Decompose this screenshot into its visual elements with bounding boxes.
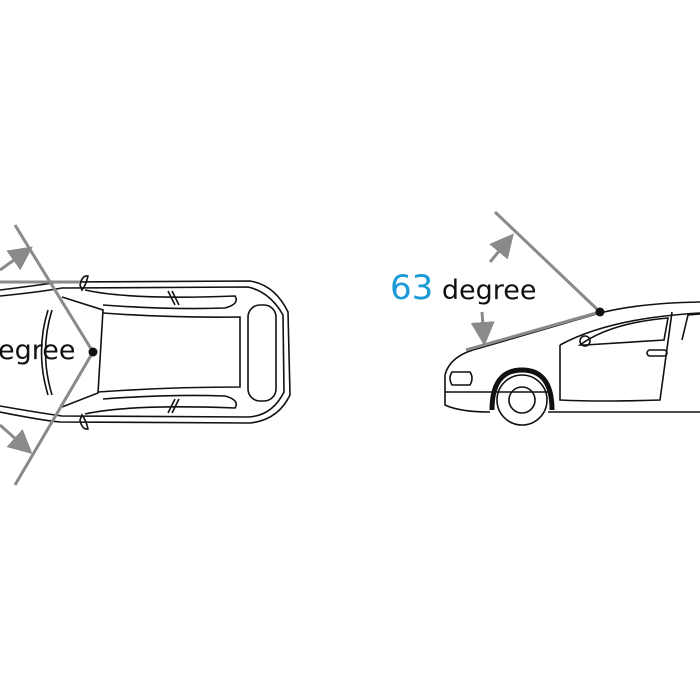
- left-angle-guides: [0, 224, 98, 486]
- arrow-down-icon: [0, 423, 33, 454]
- right-angle-label: 63 degree: [390, 268, 536, 308]
- left-angle-label: egree: [0, 335, 76, 366]
- pivot-dot: [595, 307, 605, 317]
- arrow-up-icon: [488, 233, 514, 263]
- car-side-view: [444, 301, 700, 426]
- arrow-down-icon: [470, 311, 495, 346]
- arrow-up-icon: [0, 246, 33, 272]
- guide-line-upper: [13, 224, 95, 353]
- angle-unit: degree: [441, 275, 537, 306]
- open-hood-line: [493, 210, 602, 314]
- right-angle-guides: [465, 210, 605, 352]
- pivot-dot: [88, 347, 98, 357]
- guide-line-lower: [13, 351, 95, 486]
- car-top-view: [0, 275, 291, 430]
- angle-value: 63: [390, 268, 434, 308]
